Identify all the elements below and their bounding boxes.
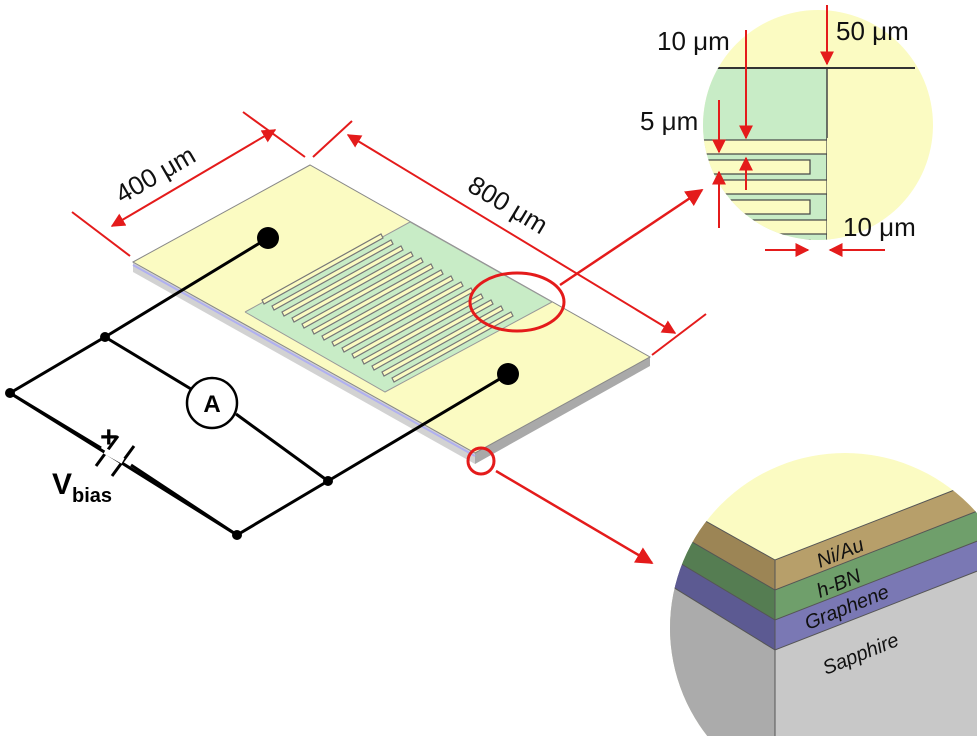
width-dimension-label: 400 μm bbox=[110, 140, 201, 210]
length-dimension-label: 800 μm bbox=[463, 169, 553, 240]
zoom-callouts bbox=[466, 188, 704, 565]
pad-width-label: 50 μm bbox=[836, 16, 909, 46]
finger-end-gap-label: 10 μm bbox=[843, 212, 916, 242]
dimension-lines bbox=[71, 111, 707, 356]
ammeter-label: A bbox=[203, 391, 220, 418]
substrate-side-front bbox=[475, 357, 650, 464]
finger-width-label: 10 μm bbox=[657, 26, 730, 56]
layer-stack-inset: Ni/Au h-BN Graphene Sapphire bbox=[670, 453, 977, 736]
ammeter bbox=[185, 376, 239, 430]
finger-detail-inset: 10 μm 50 μm 5 μm 10 μm bbox=[640, 5, 933, 257]
bias-voltage-label: Vbias bbox=[52, 468, 112, 507]
circuit-nodes bbox=[5, 227, 519, 540]
finger-gap-label: 5 μm bbox=[640, 106, 698, 136]
battery-plus-sign: + bbox=[100, 421, 118, 454]
